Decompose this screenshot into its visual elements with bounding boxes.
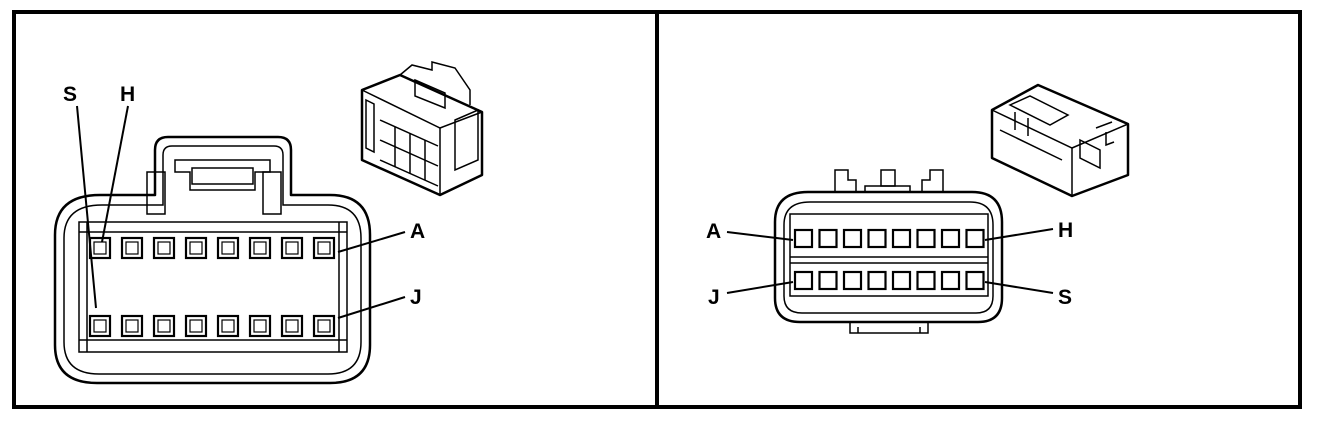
pin-terminal: [317, 241, 331, 255]
left-connector-face: [53, 135, 372, 385]
pin-terminal: [253, 319, 267, 333]
pin-terminal: [253, 241, 267, 255]
pin-cavity: [965, 270, 985, 291]
left-leader-j: [337, 296, 406, 319]
pin-cavity: [88, 314, 112, 338]
pin-cavity: [891, 228, 912, 249]
right-bottom-tab: [849, 322, 929, 334]
pin-terminal: [285, 319, 299, 333]
right-housing-inner: [783, 201, 994, 314]
pin-terminal: [317, 319, 331, 333]
pin-terminal: [157, 241, 171, 255]
right-label-j: J: [708, 286, 720, 309]
pin-terminal: [93, 241, 107, 255]
pin-cavity: [120, 314, 144, 338]
right-leader-s: [984, 281, 1054, 294]
pin-cavity: [120, 236, 144, 260]
pin-cavity: [842, 270, 863, 291]
pin-cavity: [152, 314, 176, 338]
right-label-a: A: [706, 220, 721, 243]
right-label-h: H: [1058, 219, 1073, 242]
left-pin-row-lower: [88, 314, 336, 338]
right-label-s: S: [1058, 286, 1072, 309]
left-leader-h: [101, 105, 129, 243]
pin-terminal: [125, 319, 139, 333]
pin-cavity: [818, 270, 838, 291]
pin-cavity: [312, 236, 336, 260]
left-pin-cavity: [78, 221, 348, 353]
pin-cavity: [184, 236, 208, 260]
pin-cavity: [867, 228, 887, 249]
pin-cavity: [152, 236, 176, 260]
pin-cavity: [891, 270, 912, 291]
right-top-latch: [834, 169, 857, 192]
pin-cavity: [248, 314, 272, 338]
left-latch: [174, 159, 271, 191]
left-housing-inner: [63, 145, 362, 375]
right-housing-outer: [773, 190, 1004, 324]
pin-terminal: [221, 241, 235, 255]
pin-cavity: [88, 236, 112, 260]
pin-cavity: [916, 270, 936, 291]
pin-cavity: [793, 270, 814, 291]
right-pin-cavity: [789, 213, 989, 297]
pin-terminal: [125, 241, 139, 255]
left-label-j: J: [410, 286, 422, 309]
left-pin-row-upper: [88, 236, 336, 260]
pin-cavity: [916, 228, 936, 249]
pin-cavity: [965, 228, 985, 249]
pin-cavity: [216, 236, 240, 260]
right-connector-iso-thumbnail: [990, 83, 1130, 198]
right-leader-j: [726, 281, 794, 294]
left-housing-outer: [53, 135, 372, 385]
pin-cavity: [818, 228, 838, 249]
pin-cavity: [280, 314, 304, 338]
pin-terminal: [93, 319, 107, 333]
left-label-h: H: [120, 83, 135, 106]
right-pin-row-upper: [793, 228, 985, 249]
left-leader-a: [337, 231, 406, 253]
right-leader-h: [984, 228, 1054, 241]
right-connector-face: [773, 169, 1004, 334]
left-label-a: A: [410, 220, 425, 243]
pin-cavity: [842, 228, 863, 249]
right-leader-a: [726, 231, 794, 241]
pin-cavity: [248, 236, 272, 260]
pin-cavity: [312, 314, 336, 338]
left-label-s: S: [63, 83, 77, 106]
pin-terminal: [157, 319, 171, 333]
pin-terminal: [221, 319, 235, 333]
pin-cavity: [940, 228, 961, 249]
left-leader-s: [76, 105, 97, 309]
left-connector-iso-thumbnail: [360, 61, 484, 197]
pin-cavity: [793, 228, 814, 249]
pin-cavity: [867, 270, 887, 291]
right-pin-row-lower: [793, 270, 985, 291]
pin-cavity: [940, 270, 961, 291]
pin-terminal: [285, 241, 299, 255]
pin-cavity: [216, 314, 240, 338]
pin-terminal: [189, 319, 203, 333]
pin-cavity: [184, 314, 208, 338]
pin-terminal: [189, 241, 203, 255]
pin-cavity: [280, 236, 304, 260]
